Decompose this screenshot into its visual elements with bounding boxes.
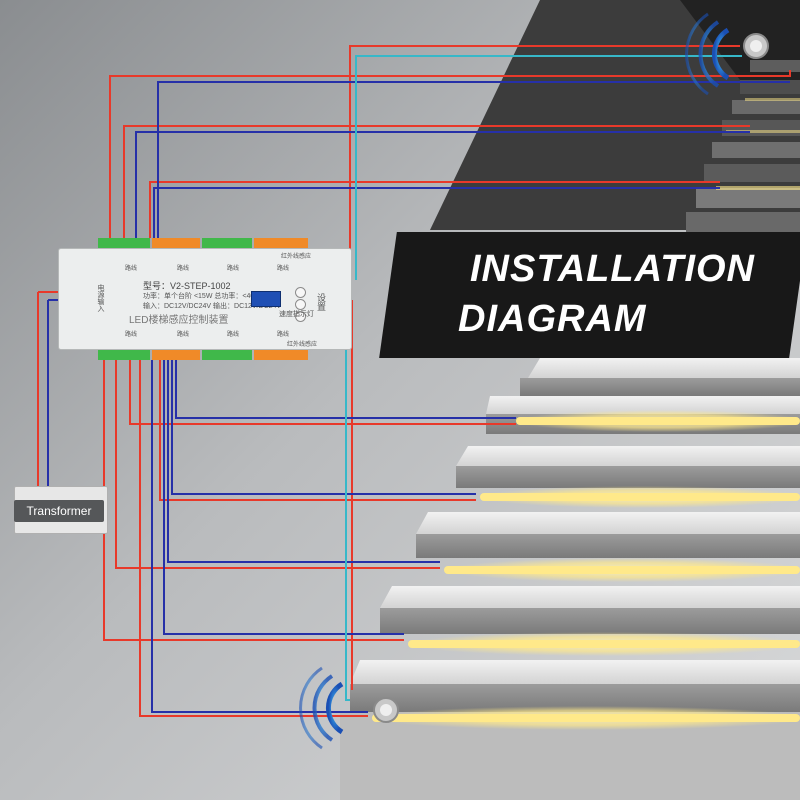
signal-wave-icon — [698, 20, 720, 88]
signal-wave-icon — [299, 666, 323, 750]
upper-step — [750, 60, 800, 72]
wire — [159, 360, 476, 501]
speed-indicator-label: 速度指示灯 — [279, 311, 314, 318]
wire — [157, 81, 790, 238]
wire — [151, 360, 368, 713]
led-strip — [444, 566, 800, 574]
channel-group-label: 路线 — [125, 266, 138, 272]
sensor-lens — [750, 40, 762, 52]
terminal-block — [152, 348, 200, 360]
spec-line: 功率：单个台阶 <15W 总功率：<400W — [143, 293, 265, 300]
step-tread — [416, 512, 800, 534]
terminal-block — [202, 348, 252, 360]
channel-group-label: 路线 — [177, 332, 190, 338]
upper-step — [712, 142, 800, 158]
motion-sensor-icon — [685, 12, 769, 96]
model-label: 型号：V2-STEP-1002 — [143, 281, 231, 291]
channel-group-label: 路线 — [125, 332, 138, 338]
wire — [171, 360, 476, 495]
step-riser — [416, 534, 800, 558]
channel-group-label: 路线 — [277, 266, 290, 272]
motion-sensor-icon — [299, 666, 399, 750]
channel-group-label: 路线 — [227, 332, 240, 338]
wire — [149, 181, 720, 238]
led-strip — [372, 714, 800, 722]
upper-steps — [686, 60, 800, 232]
sensor-lens — [380, 704, 392, 716]
banner-title-line2: DIAGRAM — [458, 298, 647, 340]
signal-wave-icon — [325, 681, 344, 735]
control-button[interactable] — [295, 299, 306, 310]
wire — [355, 55, 742, 280]
terminal-blocks-bottom — [98, 348, 308, 360]
led-strip — [745, 98, 800, 101]
terminal-block — [98, 348, 150, 360]
upper-step — [740, 80, 800, 94]
wire — [349, 45, 740, 270]
red-wires — [37, 45, 791, 717]
step-riser — [456, 466, 800, 488]
control-button[interactable] — [295, 287, 306, 298]
brand-label: LED楼梯感应控制装置 — [129, 315, 229, 326]
step-riser — [380, 608, 800, 634]
step-tread — [380, 586, 800, 608]
spec-line: 输入：DC12V/DC24V 输出：DC12V/DC24V — [143, 303, 282, 310]
channel-group-label: 路线 — [277, 332, 290, 338]
digital-display — [251, 291, 281, 307]
signal-wave-icon — [685, 12, 709, 96]
led-strip — [516, 417, 800, 425]
led-stair-controller: 红外线感应 路线 路线 路线 路线 电源输入 型号：V2-STEP-1002 功… — [58, 248, 352, 350]
wire — [135, 131, 750, 238]
step-tread — [350, 660, 800, 684]
terminal-blocks-top — [98, 238, 308, 250]
upper-step — [686, 212, 800, 232]
sensor-port-label-top: 红外线感应 — [281, 254, 312, 260]
blue-wires — [47, 81, 790, 713]
led-strip — [716, 186, 800, 190]
wire — [123, 125, 750, 238]
step-tread — [456, 446, 800, 466]
wire — [175, 360, 516, 419]
terminal-block — [152, 238, 200, 250]
wire — [129, 360, 516, 425]
control-button[interactable] — [295, 311, 306, 322]
cyan-wires — [345, 55, 742, 701]
terminal-block — [254, 238, 308, 250]
channel-group-label: 路线 — [177, 266, 190, 272]
signal-wave-icon — [711, 27, 730, 81]
upper-step — [732, 100, 800, 114]
wire — [345, 320, 350, 701]
banner-title-line1: INSTALLATION — [470, 248, 755, 290]
upper-step — [722, 120, 800, 136]
sensor-port-label-bottom: 红外线感应 — [287, 342, 318, 348]
step-tread — [486, 396, 800, 414]
wire — [139, 360, 368, 717]
step-riser — [520, 378, 800, 396]
wire — [103, 360, 404, 641]
terminal-block — [98, 238, 150, 250]
power-input-label: 电源输入 — [97, 284, 104, 312]
wire — [109, 70, 791, 238]
wire — [115, 360, 440, 569]
led-strip — [408, 640, 800, 648]
transformer-label: Transformer — [14, 500, 104, 522]
led-strip — [480, 493, 800, 501]
channel-group-label: 路线 — [227, 266, 240, 272]
upper-step — [696, 188, 800, 208]
terminal-block — [202, 238, 252, 250]
wire — [167, 360, 440, 563]
wire — [153, 187, 720, 238]
signal-wave-icon — [312, 674, 334, 742]
upper-step — [704, 164, 800, 182]
wire — [163, 360, 404, 635]
set-label: 设置 — [316, 293, 326, 311]
led-strips — [372, 98, 800, 730]
terminal-block — [254, 348, 308, 360]
step-tread — [528, 358, 800, 378]
led-strip — [726, 130, 800, 133]
